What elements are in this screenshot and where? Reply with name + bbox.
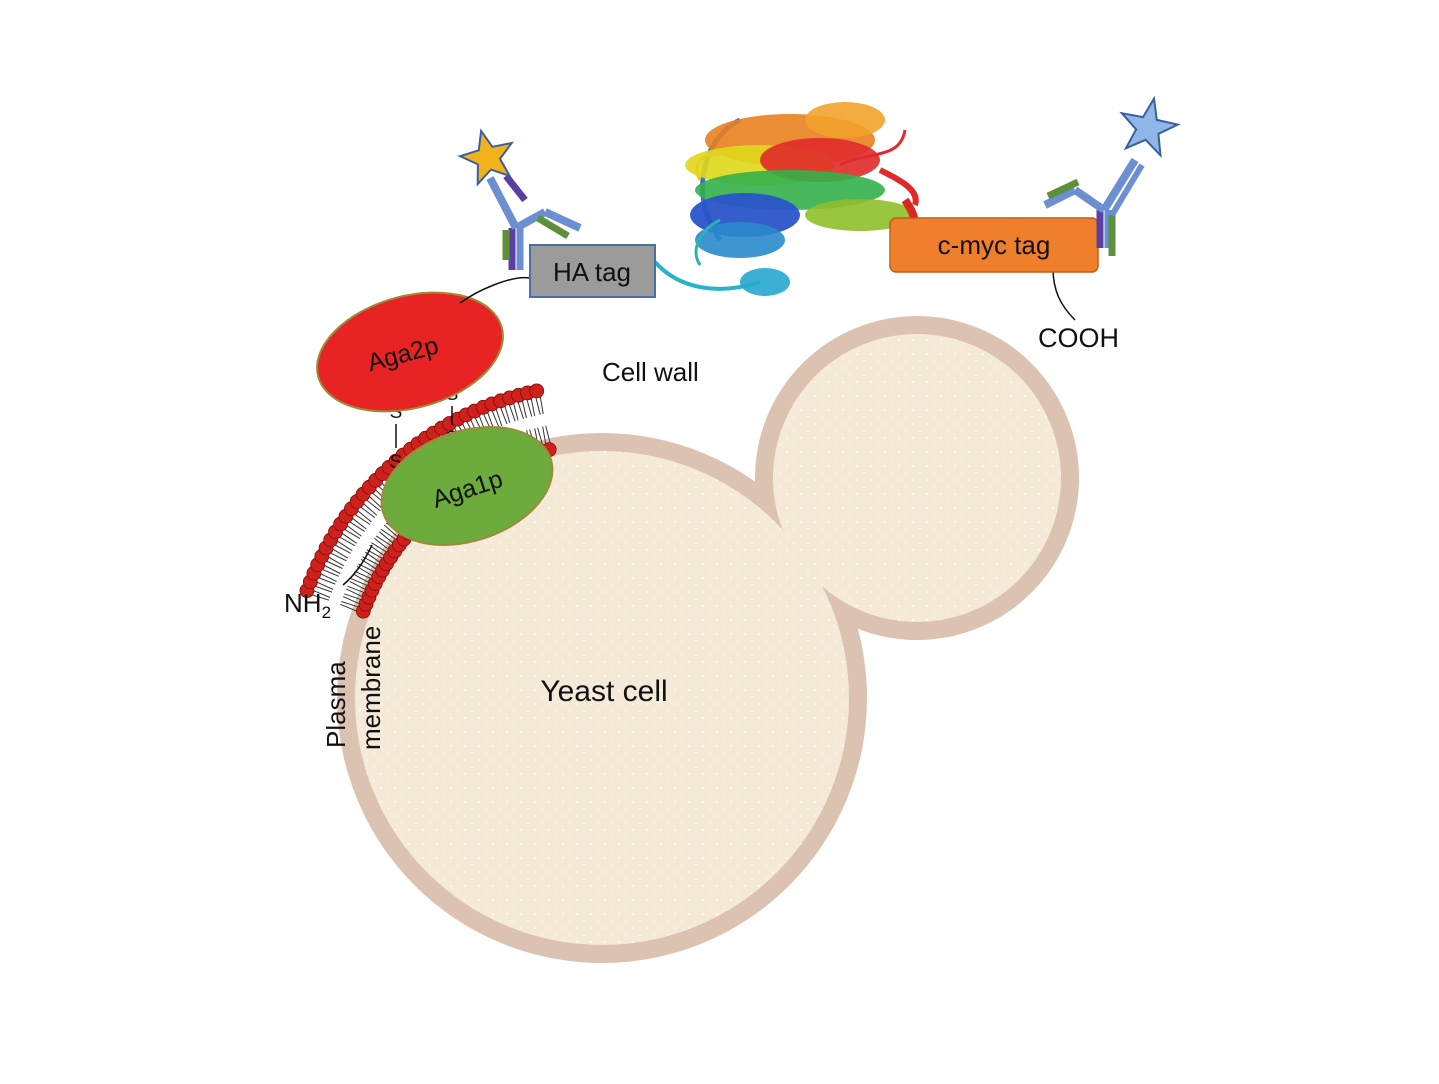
yeast-cell-label: Yeast cell: [540, 675, 667, 708]
aga1p-protein: Aga1p: [380, 426, 554, 546]
aga2p-ha-linker: [459, 276, 531, 304]
cmyc-tag-label: c-myc tag: [938, 230, 1051, 260]
lipid-head: [529, 383, 545, 399]
cooh-label: COOH: [1038, 323, 1119, 353]
yeast-cell: [337, 316, 1079, 963]
plasma-label: Plasma: [321, 661, 351, 748]
nh2-label: NH2: [284, 588, 331, 622]
antibody-icon: [486, 173, 582, 270]
ha-tag-label: HA tag: [553, 257, 631, 287]
ha-tag: HA tag: [529, 244, 656, 298]
aga2p-protein: Aga2p: [316, 291, 504, 413]
star-icon: [1119, 95, 1181, 159]
cell-wall-label: Cell wall: [602, 357, 699, 387]
protein-ribbon-icon: [653, 102, 919, 296]
membrane-label: membrane: [356, 626, 386, 750]
star-icon: [457, 128, 515, 187]
cmyc-tag: c-myc tag: [889, 217, 1099, 273]
antibody-icon: [1043, 157, 1145, 256]
nh2-linker: [342, 544, 373, 586]
cooh-linker: [1052, 267, 1076, 321]
